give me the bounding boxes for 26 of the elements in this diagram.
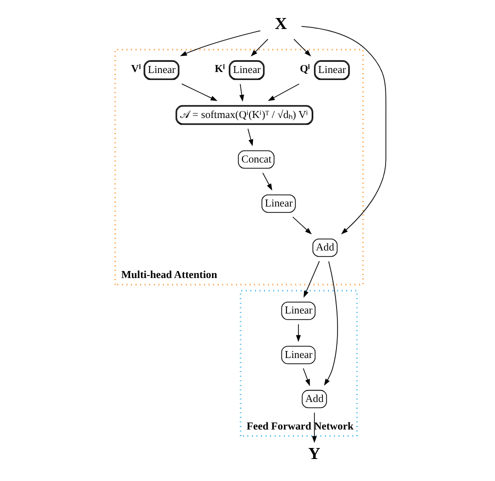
arrow [180,30,261,56]
arrow [301,26,386,234]
node-label: Qⁱ [300,64,310,76]
node-label: Kⁱ [214,64,226,76]
node-text: X [274,14,287,33]
node-box: Linear [281,346,316,364]
node-box: Concat [238,150,274,169]
node-box: Linear [262,194,296,213]
node-text: Y [308,444,320,464]
arrow [304,260,320,298]
node-box: Add [312,238,338,257]
arrow [248,128,254,146]
node-label: Vⁱ [131,64,141,76]
arrow [239,84,244,102]
arrow [302,368,310,386]
arrow [268,84,300,102]
arrow [292,216,312,234]
arrow [262,172,272,191]
arrow [294,38,312,56]
node-box: Linear [281,302,316,320]
arrow [312,412,317,444]
arrow [324,261,338,386]
arrow [296,324,301,342]
node-box: Add [302,390,327,408]
arrow [250,38,268,56]
arrow [181,84,218,101]
